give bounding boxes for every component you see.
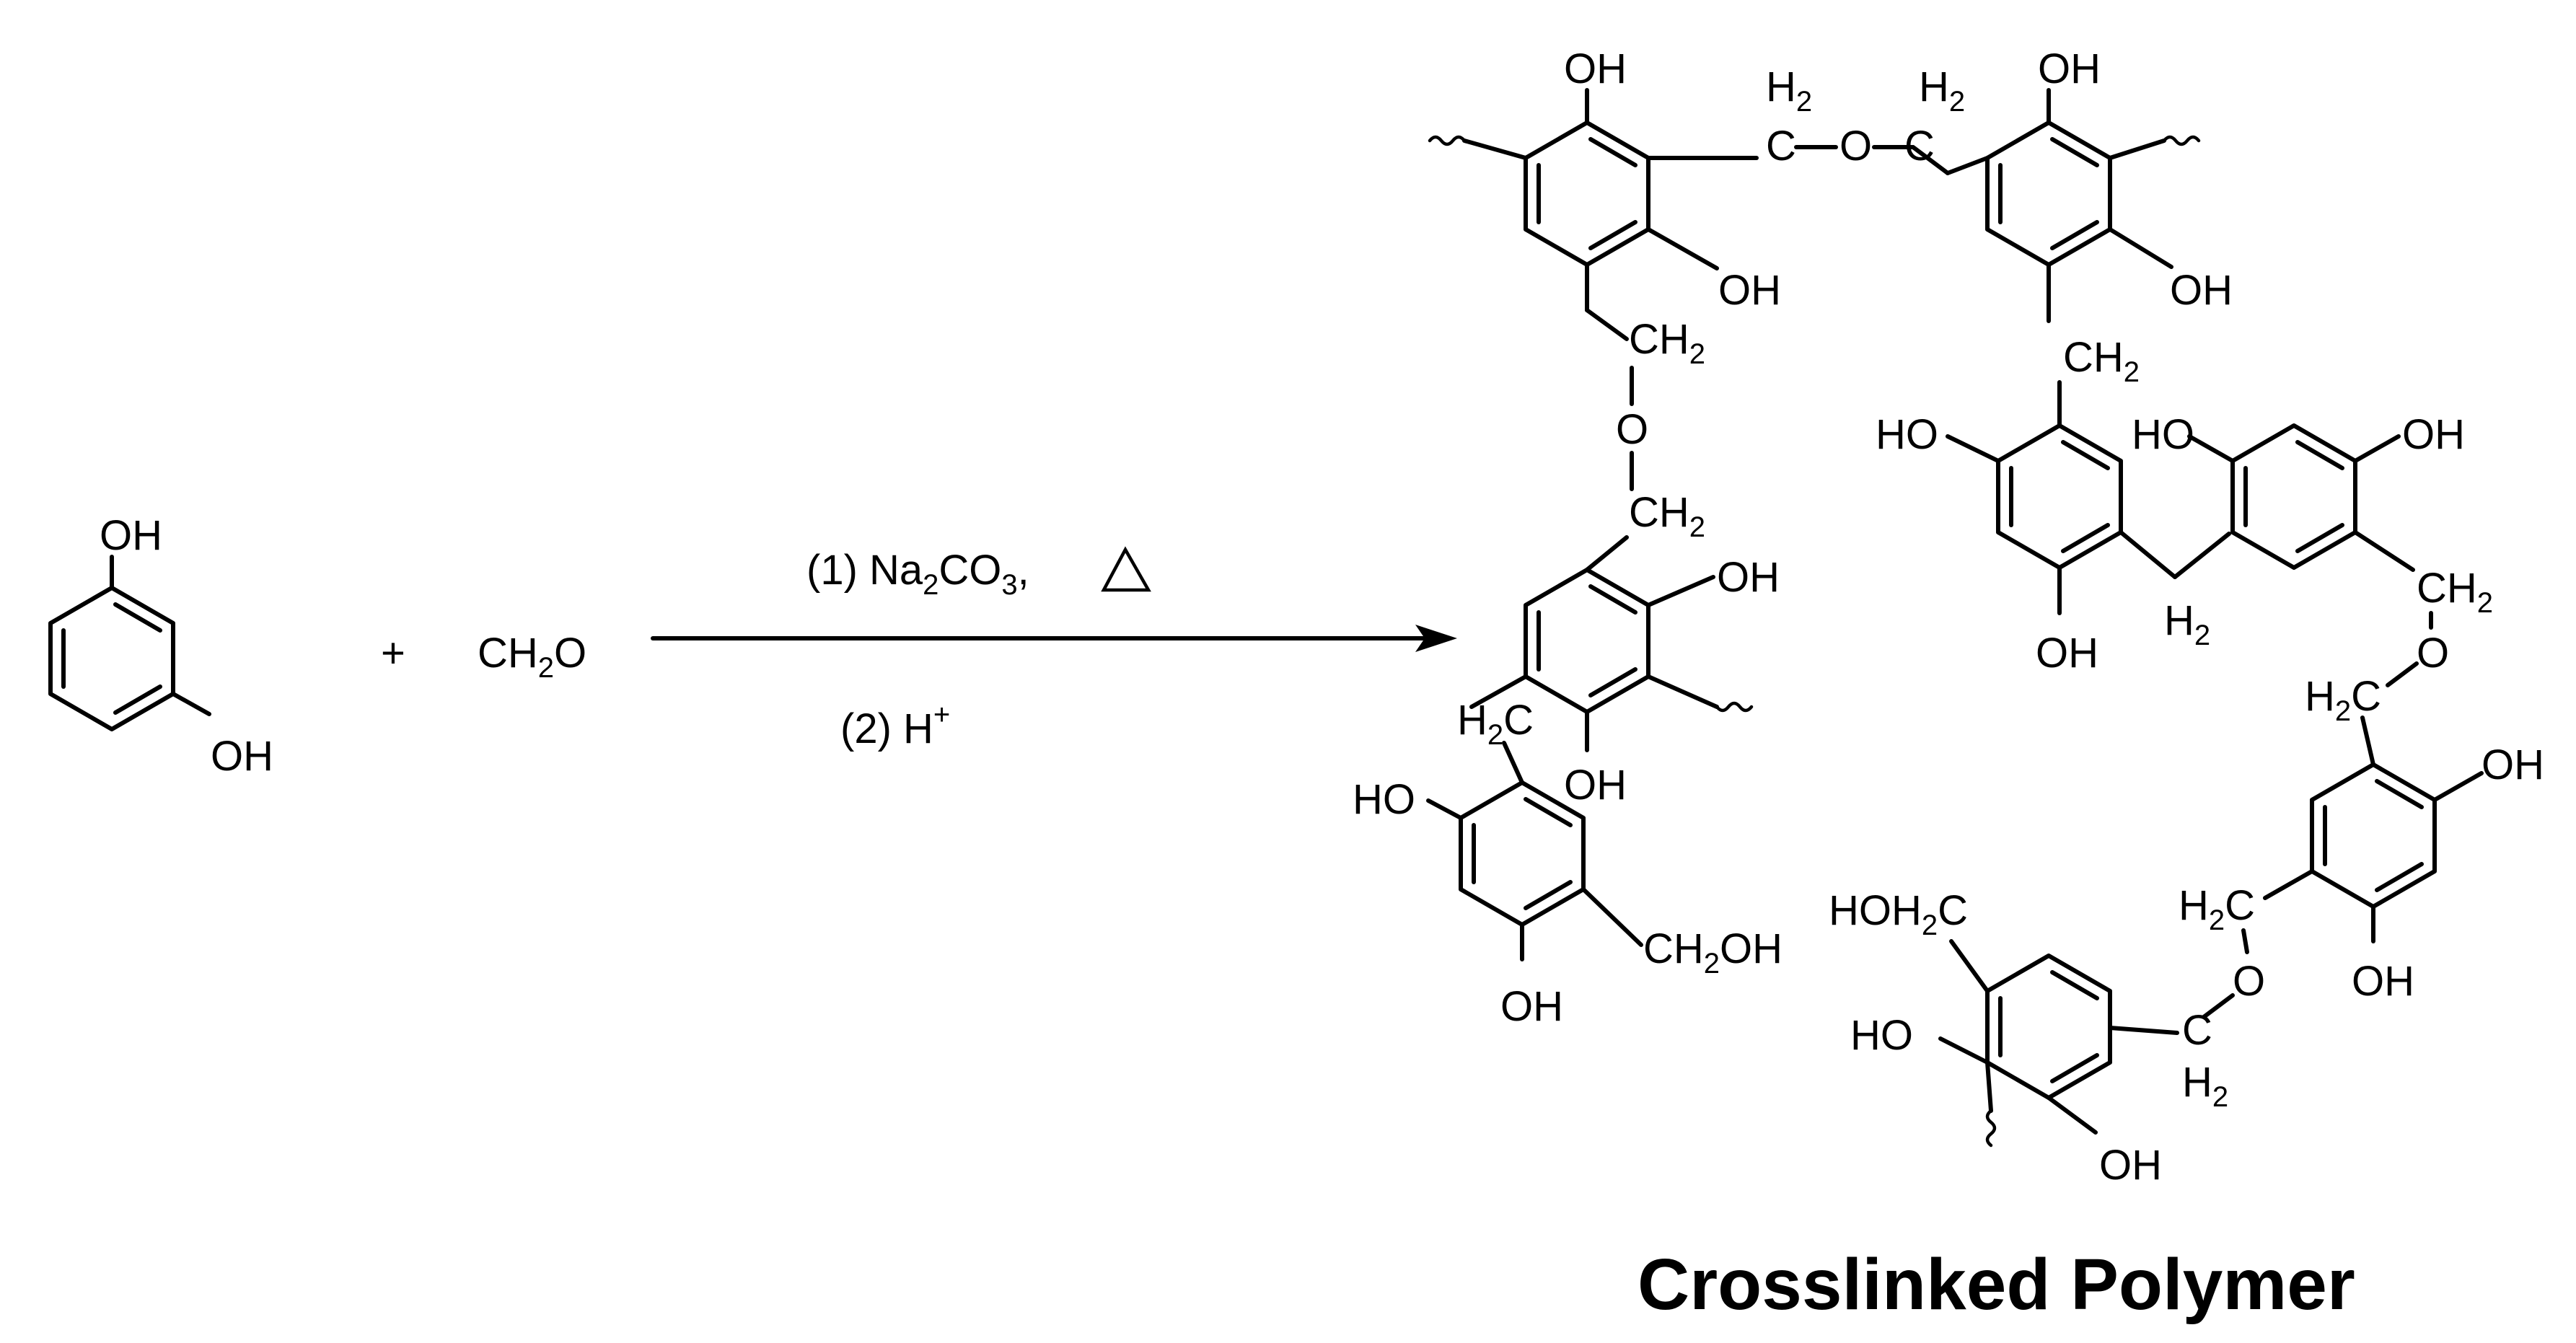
ring-c (1426, 780, 1643, 961)
ch2-label: CH2 (1629, 489, 1705, 543)
ring-f (2187, 423, 2415, 572)
ho-label: HO (1850, 1012, 1913, 1059)
ch2-label: CH2 (2417, 565, 2493, 619)
hoh2c-label: HOH2C (1829, 887, 1968, 941)
resorcinol-double-bond (113, 602, 162, 633)
resorcinol-oh-top: OH (100, 512, 162, 559)
oh-label: OH (1717, 554, 1780, 601)
ch2-label: CH2 (2063, 334, 2140, 388)
oh-label: OH (2036, 630, 2098, 677)
oh-label: OH (2402, 411, 2465, 458)
oh-label: OH (2170, 267, 2233, 314)
ho-label: HO (1353, 776, 1415, 823)
condition-step-2: (2) H+ (840, 699, 950, 752)
ring-d: H2 C (1904, 63, 2201, 323)
c-label: C (1904, 123, 1935, 169)
ring-g (2263, 762, 2484, 943)
ch2-label: C (1766, 123, 1796, 169)
h2-label: H2 (2164, 597, 2210, 651)
ch2-label: CH2 (1629, 316, 1705, 370)
c-label: C (2182, 1007, 2212, 1054)
condition-step-1: (1) Na2CO3, (806, 547, 1029, 601)
ether-o-label: O (2233, 958, 2265, 1005)
h2c-label: H2C (2179, 882, 2255, 936)
oh-label: OH (2038, 45, 2101, 92)
h2-label: H2 (1919, 63, 1965, 118)
plus-sign: + (381, 630, 405, 677)
resorcinol-ring (48, 586, 175, 731)
ring-h: C H2 (1938, 939, 2228, 1148)
oh-label: OH (1500, 983, 1563, 1030)
reaction-arrow (651, 625, 1457, 652)
h2-label: H2 (2182, 1059, 2228, 1113)
ether-o-label: O (1839, 123, 1872, 169)
ring-a (1428, 88, 1759, 312)
formaldehyde-formula: CH2O (478, 630, 586, 684)
h2c-label: H2C (2305, 673, 2381, 727)
oh-label: OH (2482, 741, 2544, 788)
ho-label: HO (2132, 411, 2194, 458)
ether-o-label: O (2417, 630, 2449, 677)
resorcinol-double-bond (113, 684, 162, 715)
h2-label: H2 (1766, 63, 1812, 118)
heat-triangle-icon (1101, 546, 1151, 592)
h2c-label: H2C (1457, 697, 1534, 751)
ho-label: HO (1876, 411, 1938, 458)
resorcinol-oh-bond (171, 692, 211, 716)
oh-label: OH (1564, 45, 1627, 92)
product-title: Crosslinked Polymer (1638, 1244, 2355, 1325)
oh-label: OH (1718, 267, 1781, 314)
resorcinol-oh-bottom: OH (211, 733, 273, 780)
ether-o-label: O (1616, 406, 1648, 453)
oh-label: OH (2352, 958, 2414, 1005)
polymer-structure: OH OH C H2 O CH2 O CH2 (1353, 45, 2544, 1189)
ch2oh-label: CH2OH (1643, 925, 1782, 979)
oh-label: OH (1564, 762, 1627, 809)
resorcinol-structure: OH OH (48, 512, 273, 780)
ring-e (1946, 423, 2177, 615)
ring-b (1469, 568, 1754, 752)
oh-label: OH (2099, 1142, 2162, 1189)
